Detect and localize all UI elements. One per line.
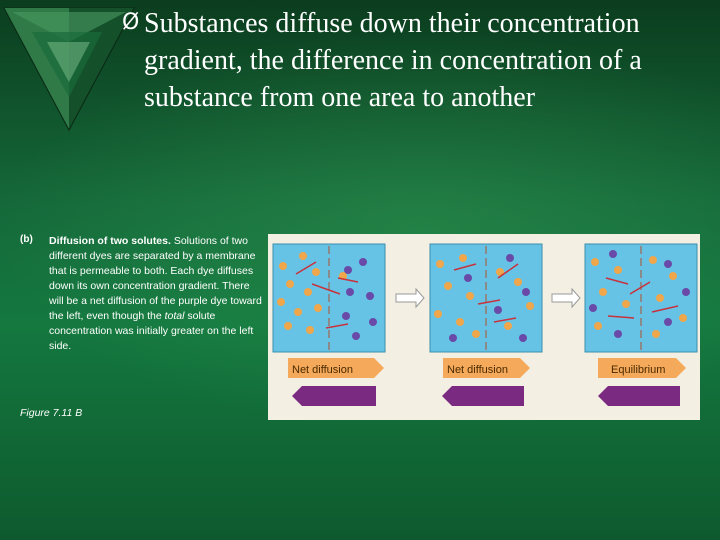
orange-particle: [459, 254, 467, 262]
stage-1-top-label: Net diffusion: [292, 364, 353, 376]
stage-2-top-label: Net diffusion: [447, 364, 508, 376]
orange-particle: [444, 282, 452, 290]
stage-3-bottom-arrow: Equilibrium: [598, 386, 680, 406]
orange-particle: [304, 288, 312, 296]
beaker-1: [272, 243, 386, 353]
diffusion-diagram: Net diffusion Net diffusion Net diffusio…: [272, 243, 698, 406]
orange-particle: [504, 322, 512, 330]
slide-title: Substances diffuse down their concentrat…: [144, 8, 642, 113]
orange-particle: [456, 318, 464, 326]
orange-particle: [294, 308, 302, 316]
caption-heading: Diffusion of two solutes.: [49, 235, 171, 247]
orange-particle: [279, 262, 287, 270]
orange-particle: [496, 268, 504, 276]
orange-particle: [622, 300, 630, 308]
orange-particle: [472, 330, 480, 338]
orange-particle: [434, 310, 442, 318]
beaker-2: [429, 243, 543, 353]
purple-particle: [342, 312, 350, 320]
stage-arrow-1: [395, 287, 425, 309]
stage-2-bottom-label: Net diffusion: [458, 392, 519, 404]
purple-particle: [352, 332, 360, 340]
purple-particle: [609, 250, 617, 258]
orange-particle: [284, 322, 292, 330]
purple-particle: [522, 288, 530, 296]
purple-particle: [506, 254, 514, 262]
orange-particle: [656, 294, 664, 302]
orange-particle: [314, 304, 322, 312]
purple-particle: [682, 288, 690, 296]
orange-particle: [599, 288, 607, 296]
stage-1-top-arrow: Net diffusion: [288, 358, 384, 378]
caption-label: (b): [20, 234, 33, 245]
bullet-icon: Ø: [122, 10, 140, 35]
orange-particle: [649, 256, 657, 264]
pyramid-logo: [3, 7, 135, 132]
orange-particle: [594, 322, 602, 330]
orange-particle: [277, 298, 285, 306]
purple-particle: [519, 334, 527, 342]
stage-3-bottom-label: Equilibrium: [614, 392, 668, 404]
purple-particle: [366, 292, 374, 300]
purple-particle: [369, 318, 377, 326]
orange-particle: [652, 330, 660, 338]
purple-particle: [464, 274, 472, 282]
purple-particle: [344, 266, 352, 274]
stage-3-top-label: Equilibrium: [611, 364, 665, 376]
caption-emphasis: total: [164, 310, 185, 322]
figure-caption: Diffusion of two solutes. Solutions of t…: [49, 234, 267, 354]
purple-particle: [449, 334, 457, 342]
purple-particle: [664, 260, 672, 268]
purple-particle: [664, 318, 672, 326]
orange-particle: [306, 326, 314, 334]
orange-particle: [514, 278, 522, 286]
orange-particle: [299, 252, 307, 260]
caption-text-1: Solutions of two different dyes are sepa…: [49, 235, 262, 322]
caption-text-2: solute concentration was initially great…: [49, 310, 254, 352]
diffusion-figure-panel: Net diffusion Net diffusion Net diffusio…: [268, 234, 700, 420]
stage-1-bottom-label: Net diffusion: [308, 392, 369, 404]
orange-particle: [436, 260, 444, 268]
orange-particle: [286, 280, 294, 288]
orange-particle: [526, 302, 534, 310]
orange-particle: [614, 266, 622, 274]
stage-arrow-2: [551, 287, 581, 309]
beaker-3: [584, 243, 698, 353]
purple-particle: [346, 288, 354, 296]
orange-particle: [312, 268, 320, 276]
figure-reference: Figure 7.11 B: [20, 407, 83, 419]
stage-2-bottom-arrow: Net diffusion: [442, 386, 524, 406]
purple-particle: [614, 330, 622, 338]
orange-particle: [591, 258, 599, 266]
purple-particle: [359, 258, 367, 266]
purple-particle: [494, 306, 502, 314]
orange-particle: [466, 292, 474, 300]
stage-2-top-arrow: Net diffusion: [443, 358, 530, 378]
stage-3-top-arrow: Equilibrium: [598, 358, 686, 378]
stage-1-bottom-arrow: Net diffusion: [292, 386, 376, 406]
purple-particle: [589, 304, 597, 312]
orange-particle: [679, 314, 687, 322]
orange-particle: [669, 272, 677, 280]
